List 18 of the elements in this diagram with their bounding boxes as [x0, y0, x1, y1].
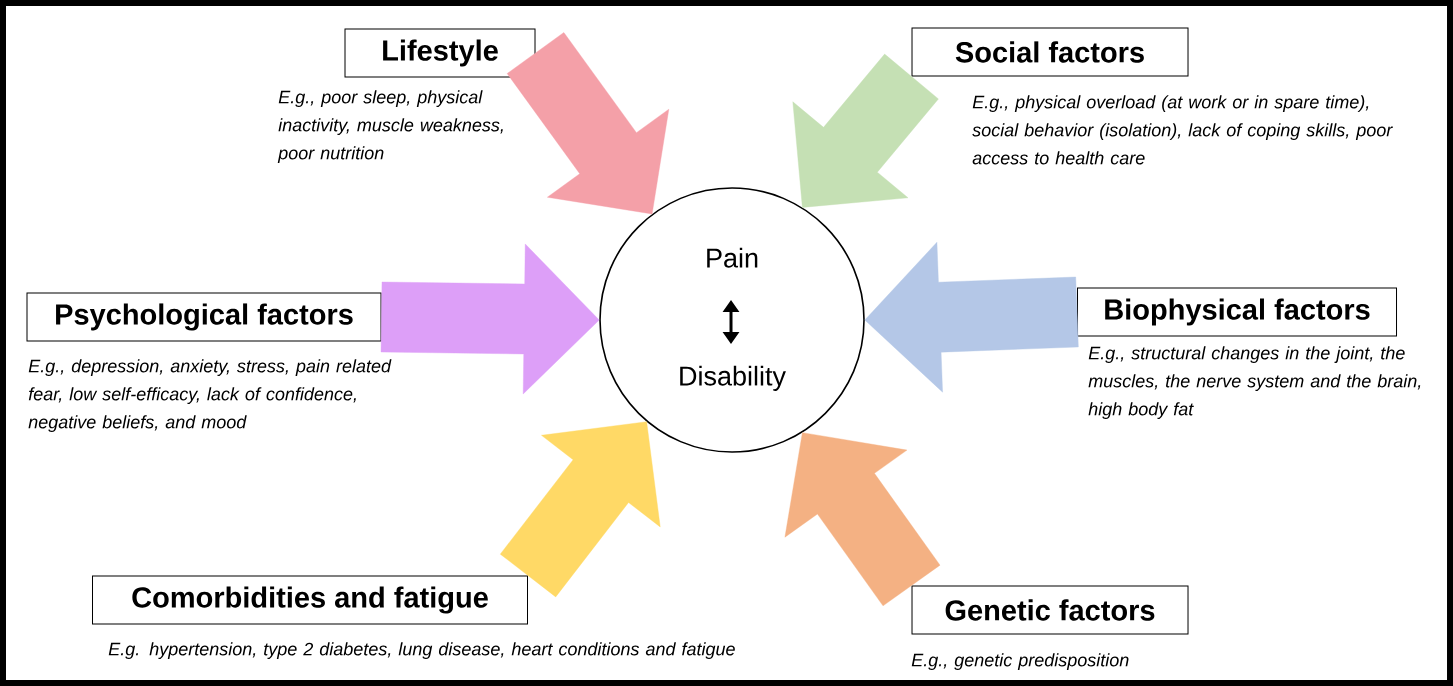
description-text: E.g., genetic predisposition [911, 653, 1129, 670]
factor-box: Biophysical factors [1077, 287, 1397, 337]
description-text: E.g., depression, anxiety, stress, pain related fear, low self-efficacy, lack of confidence, negative beliefs, and mood [28, 359, 392, 432]
block-arrow [500, 421, 661, 598]
block-arrow [784, 432, 941, 607]
factor-box: Genetic factors [911, 585, 1189, 635]
factor-box: Social factors [911, 27, 1189, 77]
block-arrow [792, 53, 939, 208]
description-text: E.g., poor sleep, physical inactivity, muscle weakness, poor nutrition [277, 90, 503, 163]
description-text: E.g., physical overload (at work or in spare time), social behavior (isolation), lack of coping skills, poor access to health care [972, 95, 1393, 165]
factor-box: Lifestyle [344, 28, 536, 78]
description-text: E.g. hypertension, type 2 diabetes, lung disease, heart conditions and fatigue [108, 642, 735, 659]
factor-box: Psychological factors [26, 292, 382, 342]
block-arrow [864, 242, 1079, 393]
block-arrow [506, 32, 670, 215]
factor-box: Comorbidities and fatigue [92, 575, 528, 625]
description-text: E.g., structural changes in the joint, the muscles, the nerve system and the brain, high body fat [1088, 346, 1421, 419]
block-arrow [380, 243, 600, 395]
